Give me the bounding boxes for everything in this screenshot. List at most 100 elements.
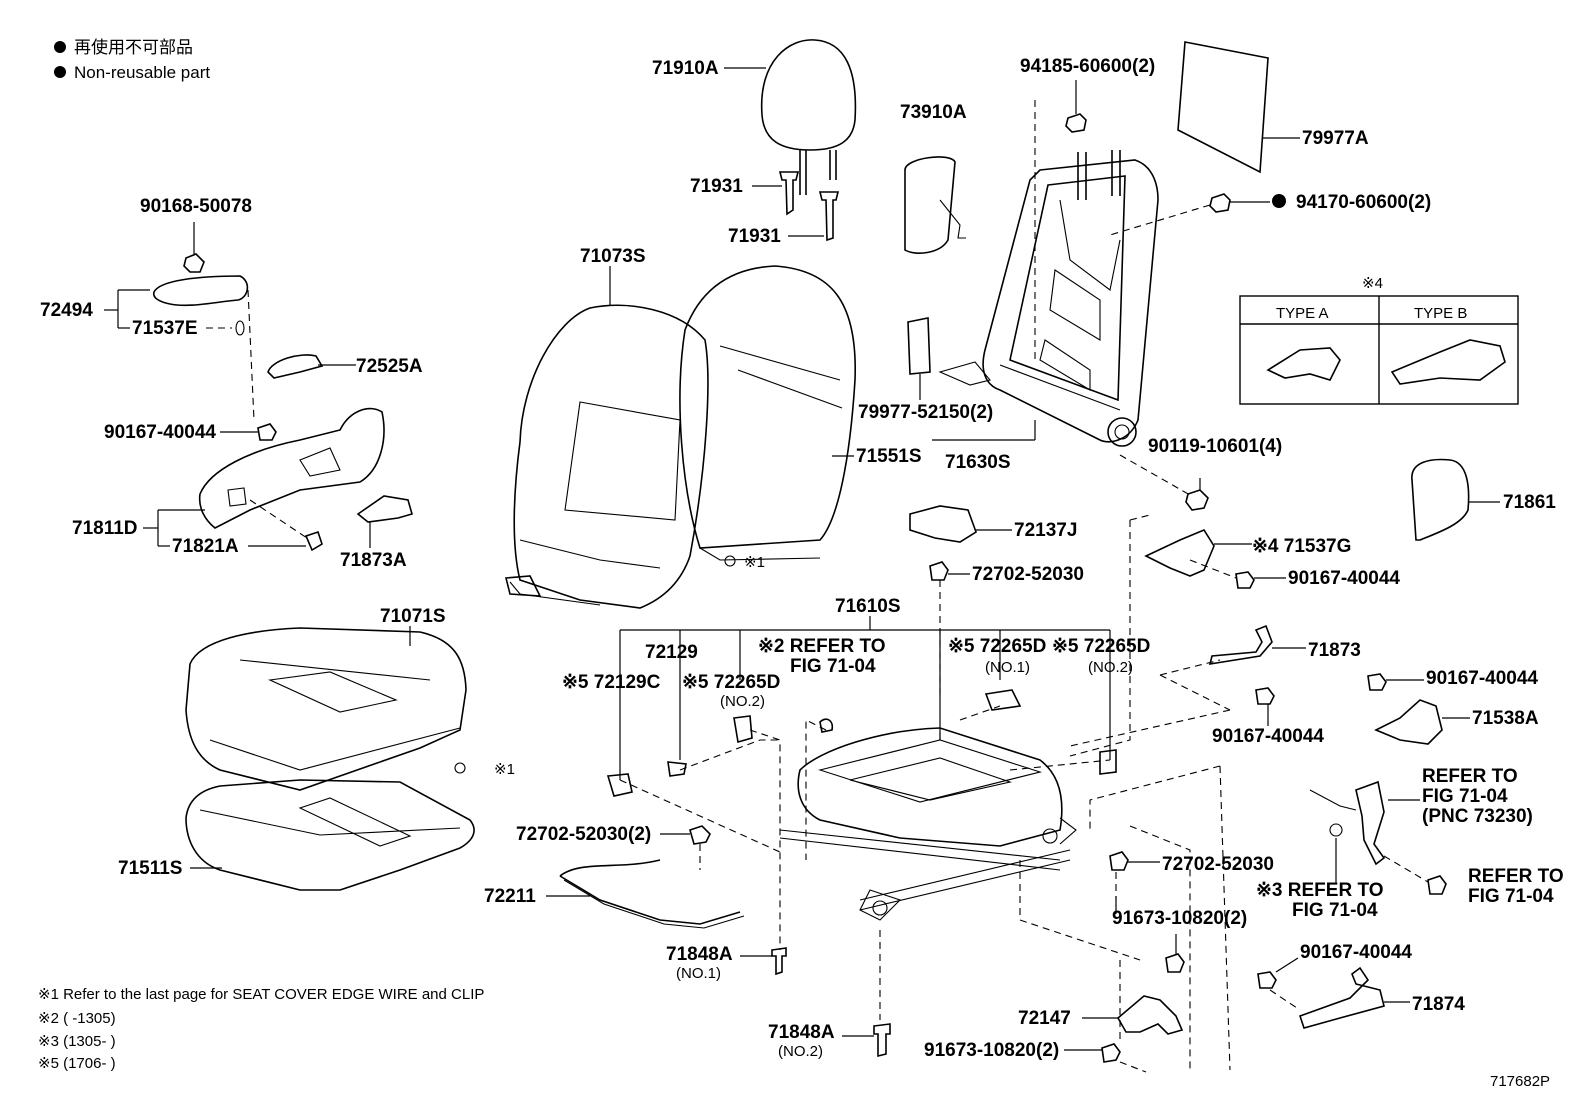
label-79977-52150[interactable]: 79977-52150(2)	[858, 402, 993, 423]
figure-id: 717682P	[1490, 1073, 1550, 1090]
label-71511S[interactable]: 71511S	[118, 858, 182, 879]
label-90167-40044-e[interactable]: 90167-40044	[1300, 942, 1412, 963]
label-71931-lower[interactable]: 71931	[728, 226, 781, 247]
label-72702-52030-left[interactable]: 72702-52030(2)	[516, 824, 651, 845]
label-71848A-no1-sub: (NO.1)	[676, 965, 721, 982]
label-refer-71-04-d1[interactable]: REFER TO	[1468, 866, 1564, 887]
label-71874[interactable]: 71874	[1412, 994, 1465, 1015]
label-refer-71-04-c1[interactable]: ※3 REFER TO	[1256, 880, 1383, 901]
label-90167-40044-left[interactable]: 90167-40044	[104, 422, 216, 443]
label-71551S[interactable]: 71551S	[856, 446, 922, 467]
ref-mark-1a: ※1	[744, 554, 765, 571]
footnote-1: ※1 Refer to the last page for SEAT COVER…	[38, 986, 484, 1003]
label-72265D-left[interactable]: ※5 72265D	[682, 672, 780, 693]
label-91673-10820-upper[interactable]: 91673-10820(2)	[1112, 908, 1247, 929]
cushion-cover-drawing	[185, 627, 467, 791]
label-71873[interactable]: 71873	[1308, 640, 1361, 661]
label-73910A[interactable]: 73910A	[900, 102, 967, 123]
seatback-frame-drawing	[938, 150, 1159, 447]
label-71931-upper[interactable]: 71931	[690, 176, 743, 197]
label-refer-71-04-a2[interactable]: FIG 71-04	[790, 656, 876, 677]
clip-72265D-left-drawing	[733, 715, 753, 744]
clip-71848A-no1-drawing	[771, 947, 787, 976]
type-a-label: TYPE A	[1276, 305, 1329, 322]
label-90119-10601[interactable]: 90119-10601(4)	[1148, 436, 1282, 457]
label-refer-71-04-b1[interactable]: REFER TO	[1422, 766, 1518, 787]
label-71071S[interactable]: 71071S	[380, 606, 446, 627]
seatback-cover-drawing	[504, 304, 709, 609]
label-72147[interactable]: 72147	[1018, 1008, 1071, 1029]
bolt-90168-drawing	[183, 253, 205, 273]
label-91673-10820-lower[interactable]: 91673-10820(2)	[924, 1040, 1059, 1061]
footnote-3: ※3 (1305- )	[38, 1033, 116, 1050]
footnotes: ※1 Refer to the last page for SEAT COVER…	[38, 986, 484, 1072]
label-72129C[interactable]: ※5 72129C	[562, 672, 661, 693]
bracket-71873-drawing	[1208, 624, 1273, 665]
bracket-71874-drawing	[1298, 966, 1385, 1029]
cushion-pad-drawing	[185, 779, 475, 891]
footnote-2: ※2 ( -1305)	[38, 1010, 116, 1027]
label-72494[interactable]: 72494	[40, 300, 93, 321]
bolt-90167-e-drawing	[1257, 971, 1277, 989]
bolt-90167-c-drawing	[1255, 687, 1275, 705]
label-90167-40044-d[interactable]: 90167-40044	[1426, 668, 1538, 689]
label-71630S[interactable]: 71630S	[945, 452, 1011, 473]
cover-72525A-drawing	[267, 354, 324, 379]
type-box-title: ※4	[1362, 275, 1383, 292]
clip-71821A-drawing	[304, 530, 323, 552]
label-71537G[interactable]: ※4 71537G	[1252, 536, 1351, 557]
label-71537E[interactable]: 71537E	[132, 318, 198, 339]
label-94185-60600[interactable]: 94185-60600(2)	[1020, 56, 1155, 77]
bolt-90167-right-drawing	[1235, 571, 1255, 589]
seatback-pad-drawing	[679, 265, 856, 561]
clip-72265D-mid-drawing	[984, 689, 1022, 711]
nut-94185-drawing	[1065, 113, 1087, 133]
clip-71848A-no2-drawing	[873, 1023, 891, 1058]
type-a-bracket-icon	[1266, 347, 1341, 381]
seatbelt-buckle-drawing	[1309, 780, 1386, 866]
label-71910A[interactable]: 71910A	[652, 58, 719, 79]
pad-79977-52150-drawing	[907, 317, 931, 375]
label-90168-50078[interactable]: 90168-50078	[140, 196, 252, 217]
label-72265D-mid[interactable]: ※5 72265D	[948, 636, 1046, 657]
bolt-91673-upper-drawing	[1165, 953, 1185, 973]
label-94170-60600[interactable]: 94170-60600(2)	[1296, 192, 1431, 213]
sheet-79977A-drawing	[1177, 41, 1269, 174]
label-71848A-no2[interactable]: 71848A	[768, 1022, 835, 1043]
label-refer-71-04-d2[interactable]: FIG 71-04	[1468, 886, 1554, 907]
nut-94170-drawing	[1209, 193, 1231, 213]
label-72137J[interactable]: 72137J	[1014, 520, 1077, 541]
label-90167-40044-c[interactable]: 90167-40044	[1212, 726, 1324, 747]
label-71861[interactable]: 71861	[1503, 492, 1556, 513]
label-refer-71-04-c2[interactable]: FIG 71-04	[1292, 900, 1378, 921]
label-71073S[interactable]: 71073S	[580, 246, 646, 267]
label-90167-40044-b[interactable]: 90167-40044	[1288, 568, 1400, 589]
clip-icon	[724, 555, 736, 567]
label-71610S[interactable]: 71610S	[835, 596, 901, 617]
clip-icon	[454, 762, 466, 774]
label-72702-52030-right[interactable]: 72702-52030	[1162, 854, 1274, 875]
non-reusable-bullet-icon	[1272, 194, 1286, 208]
label-refer-71-04-a1[interactable]: ※2 REFER TO	[758, 636, 885, 657]
label-71538A[interactable]: 71538A	[1472, 708, 1539, 729]
clip-72129-drawing	[667, 761, 687, 777]
label-72525A[interactable]: 72525A	[356, 356, 423, 377]
label-71848A-no1[interactable]: 71848A	[666, 944, 733, 965]
bracket-71537G-drawing	[1144, 529, 1215, 577]
label-72702-52030-top[interactable]: 72702-52030	[972, 564, 1084, 585]
label-72265D-right-no: (NO.2)	[1088, 659, 1133, 676]
label-71811D[interactable]: 71811D	[72, 518, 138, 539]
label-79977A[interactable]: 79977A	[1302, 128, 1369, 149]
type-b-bracket-icon	[1390, 339, 1506, 385]
label-72211[interactable]: 72211	[484, 886, 536, 907]
label-72129[interactable]: 72129	[645, 642, 698, 663]
cover-71861-drawing	[1411, 458, 1470, 541]
label-71821A[interactable]: 71821A	[172, 536, 239, 557]
label-71873A[interactable]: 71873A	[340, 550, 407, 571]
type-box: ※4 TYPE A TYPE B	[1239, 275, 1519, 405]
label-72265D-right[interactable]: ※5 72265D	[1052, 636, 1150, 657]
label-refer-71-04-b2[interactable]: FIG 71-04	[1422, 786, 1508, 807]
cover-72137J-drawing	[909, 505, 977, 543]
label-refer-71-04-b3[interactable]: (PNC 73230)	[1422, 806, 1533, 827]
